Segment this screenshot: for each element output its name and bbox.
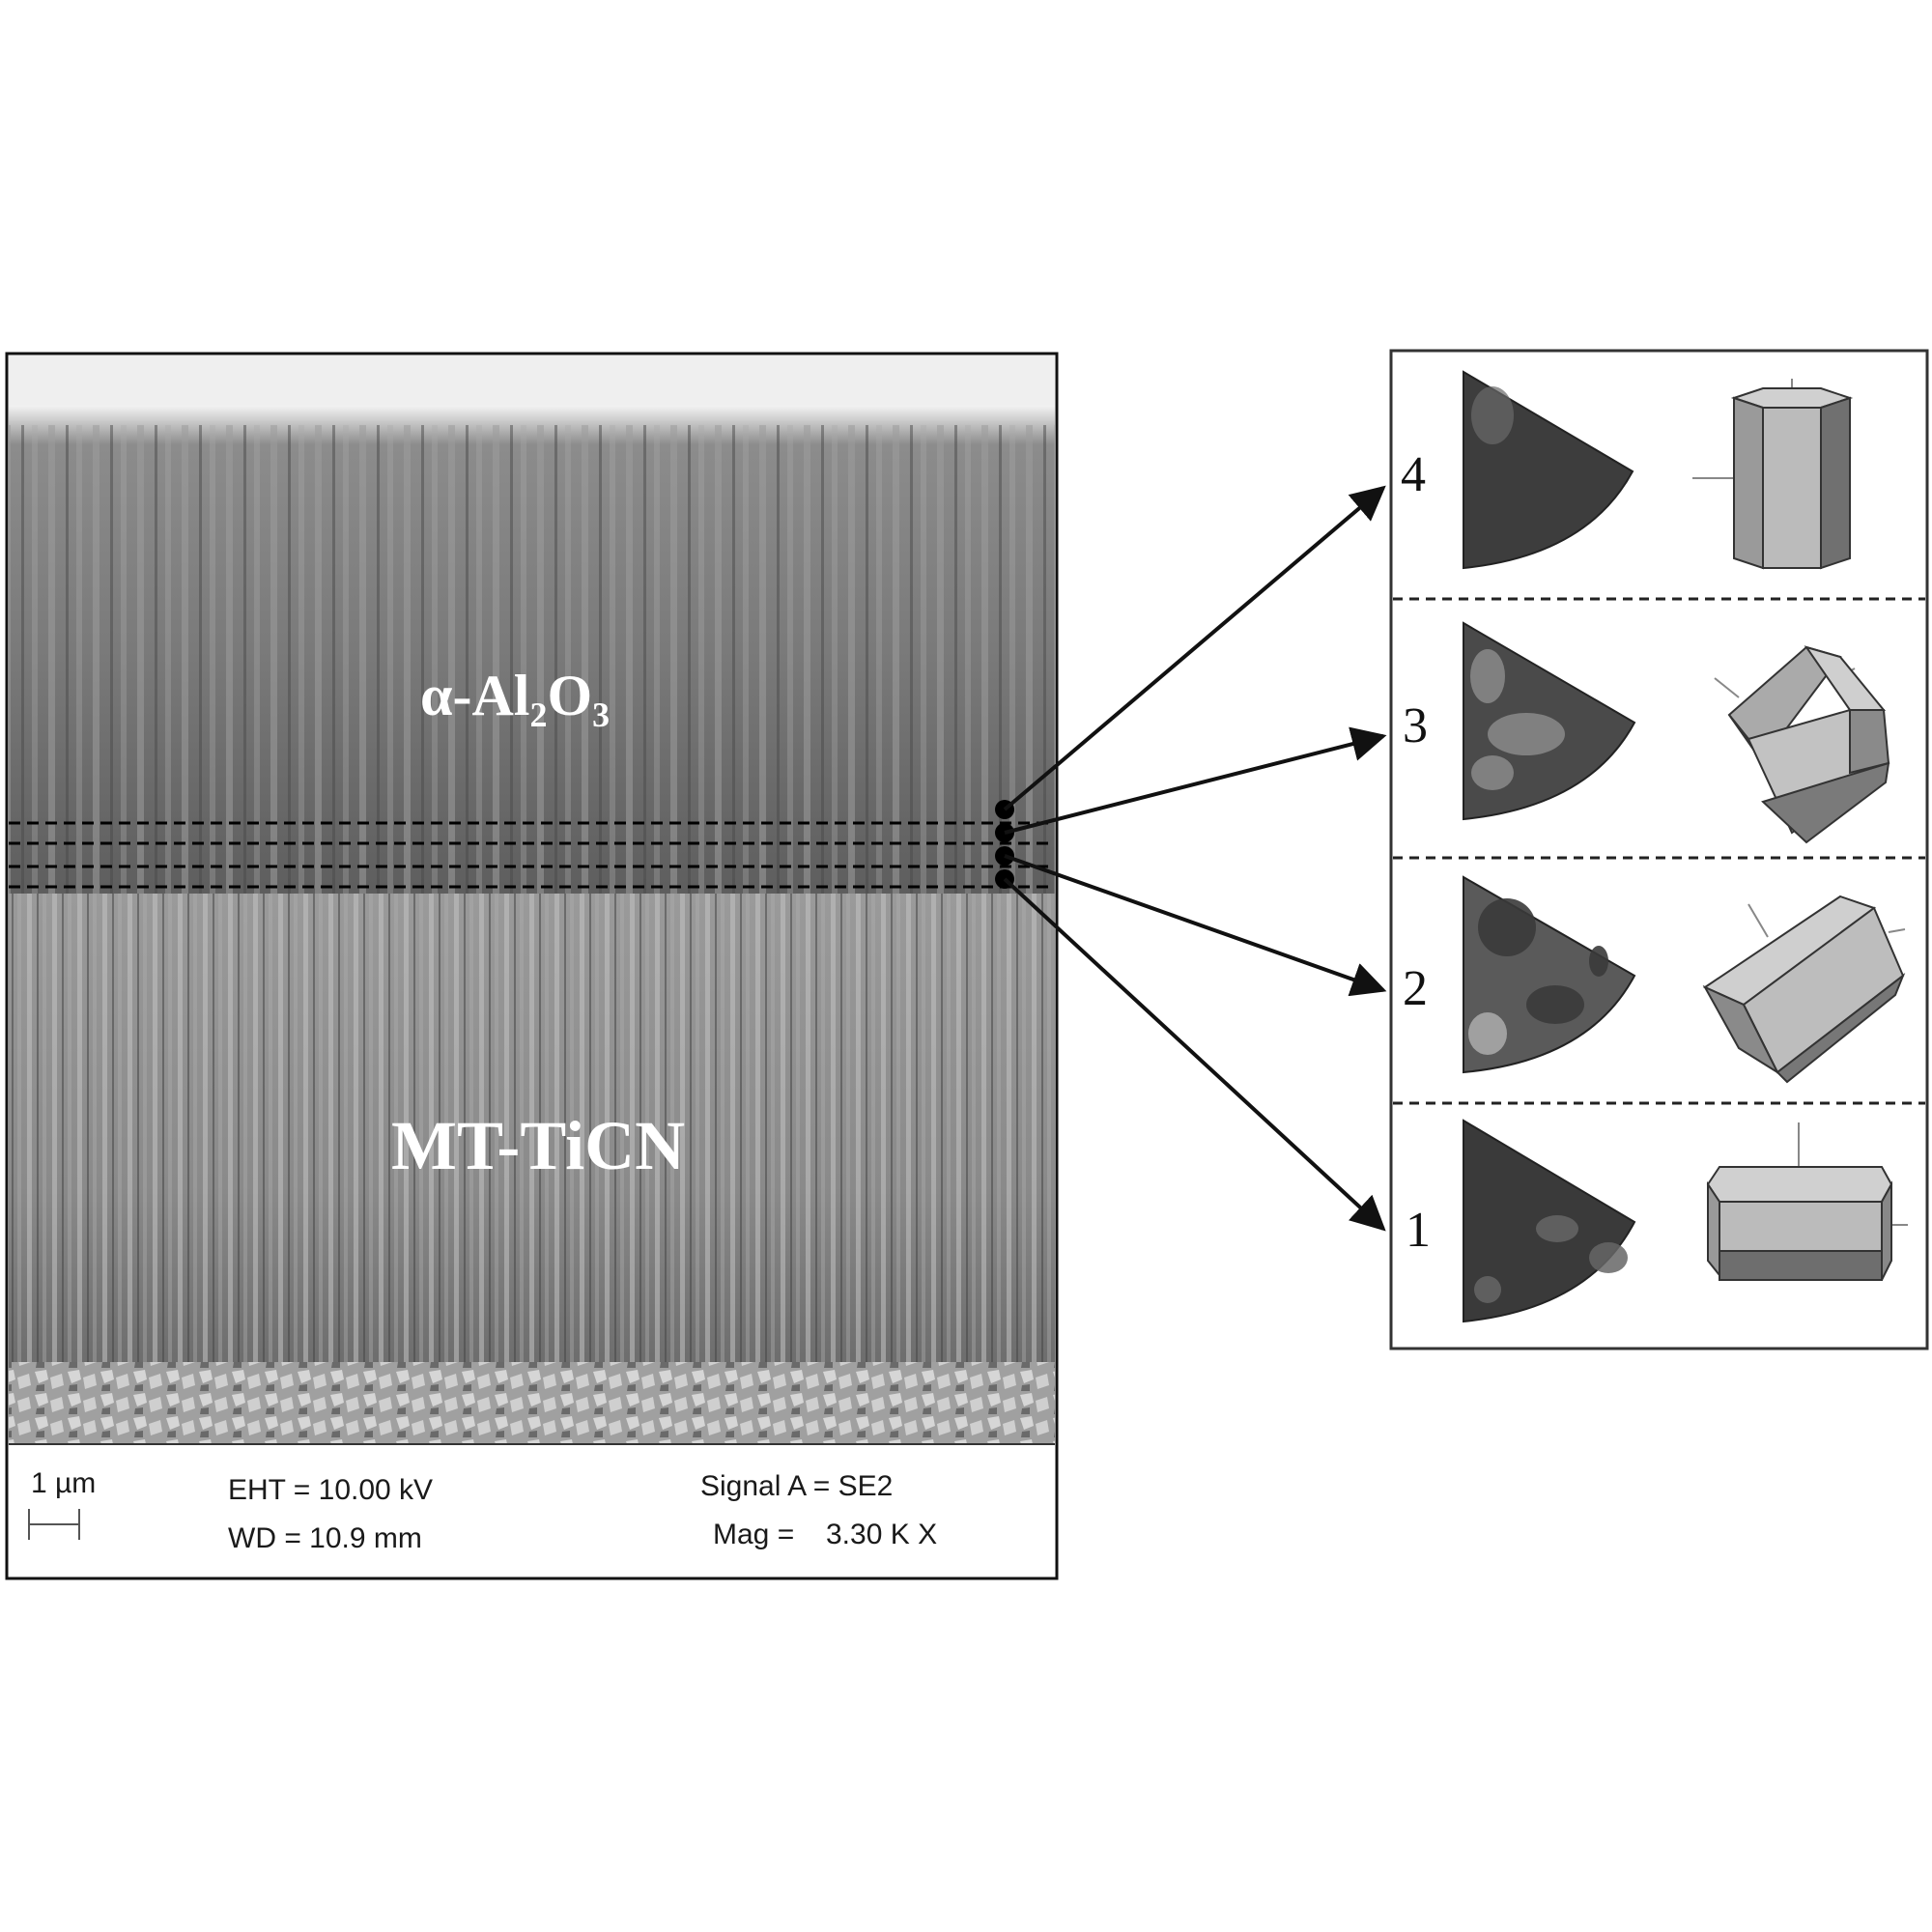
orientation-panel: 4 3 bbox=[1391, 351, 1927, 1349]
arrow-to-panel-1 bbox=[1005, 879, 1383, 1229]
scale-bar-label: 1 µm bbox=[31, 1467, 96, 1499]
eht-readout: EHT = 10.00 kV bbox=[228, 1474, 433, 1506]
wd-readout: WD = 10.9 mm bbox=[228, 1522, 422, 1554]
mag-label: Mag = bbox=[713, 1519, 794, 1550]
substrate-layer bbox=[9, 1362, 1055, 1444]
connector-arrows bbox=[1005, 488, 1383, 1229]
mag-value: 3.30 K X bbox=[826, 1519, 937, 1550]
panel-number-3: 3 bbox=[1403, 698, 1428, 753]
panel-number-1: 1 bbox=[1406, 1203, 1431, 1258]
ipf-light-2 bbox=[1468, 1012, 1507, 1055]
arrow-to-panel-2 bbox=[1005, 856, 1383, 990]
layer-label-alumina: α-Al₂O₃ bbox=[420, 664, 610, 727]
arrow-to-panel-4 bbox=[1005, 488, 1383, 810]
arrow-to-panel-3 bbox=[1005, 736, 1383, 833]
panel-number-4: 4 bbox=[1401, 447, 1426, 502]
sem-databar bbox=[9, 1444, 1055, 1577]
sem-micrograph: α-Al₂O₃ MT-TiCN 1 µm EHT = 10.00 kV WD =… bbox=[7, 354, 1057, 1578]
layer-label-ticn: MT-TiCN bbox=[391, 1107, 685, 1184]
panel-number-2: 2 bbox=[1403, 961, 1428, 1016]
ipf-spot bbox=[1471, 386, 1514, 444]
signal-readout: Signal A = SE2 bbox=[700, 1470, 893, 1502]
